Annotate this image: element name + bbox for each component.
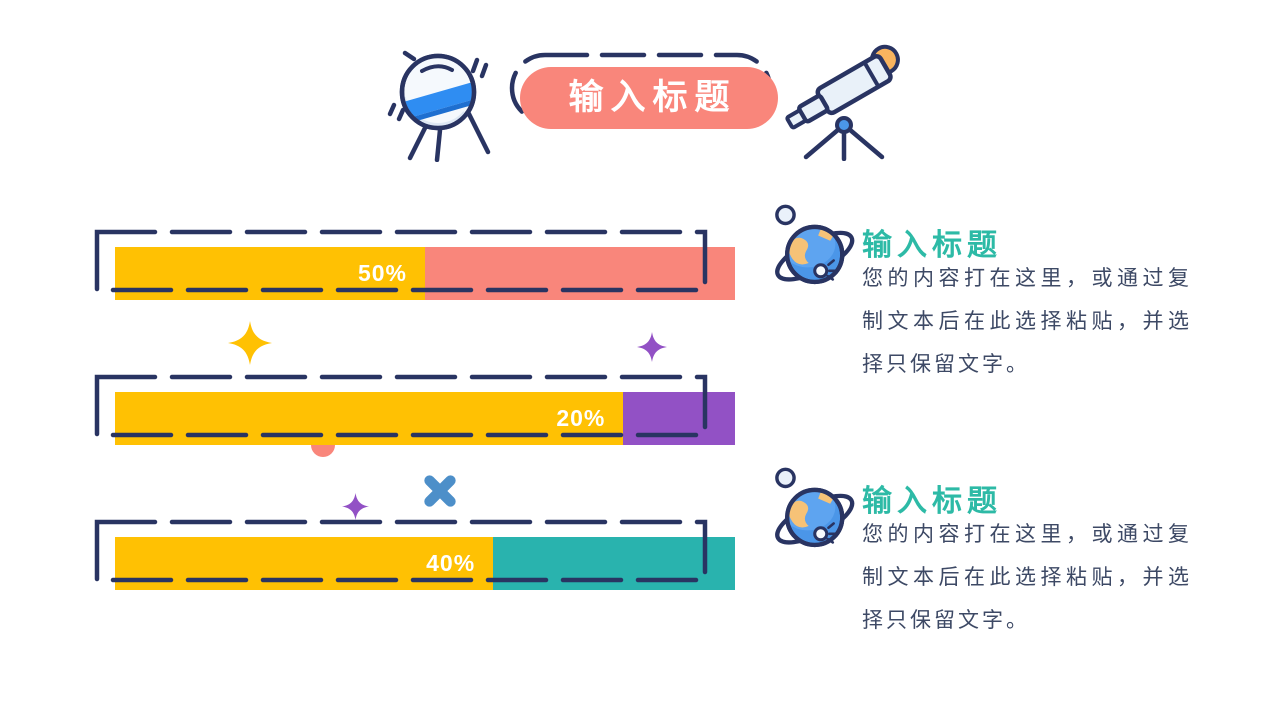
bar-dashed-outline [94,229,708,293]
progress-bar-3[interactable]: 40% [94,519,757,614]
section-1-body[interactable]: 您的内容打在这里，或通过复制文本后在此选择粘贴，并选择只保留文字。 [862,267,1192,376]
bar-value-label: 40% [426,550,476,576]
bar-dashed-outline [94,374,708,438]
section-2-heading[interactable]: 输入标题 [862,485,1002,518]
section-1-heading[interactable]: 输入标题 [862,229,1002,262]
cross-mark-blue-icon [424,475,456,507]
sparkle-star-purple-icon [637,332,667,362]
bar-dashed-outline [94,519,708,583]
bar-value-label: 20% [556,405,606,431]
telescope-icon [785,44,900,161]
progress-bar-2[interactable]: 20% [94,374,757,469]
bar-value-label: 50% [357,260,407,286]
section-2-body[interactable]: 您的内容打在这里，或通过复制文本后在此选择粘贴，并选择只保留文字。 [862,523,1192,632]
progress-bar-1[interactable]: 50% [94,229,757,324]
slide-title[interactable]: 输入标题 [568,78,737,117]
planet-icon [775,204,855,285]
sparkle-star-yellow-icon [228,321,272,365]
title-pill [520,67,778,129]
satellite-icon [387,50,491,162]
planet-icon [775,467,855,548]
sparkle-star-purple-small-icon [342,493,369,520]
